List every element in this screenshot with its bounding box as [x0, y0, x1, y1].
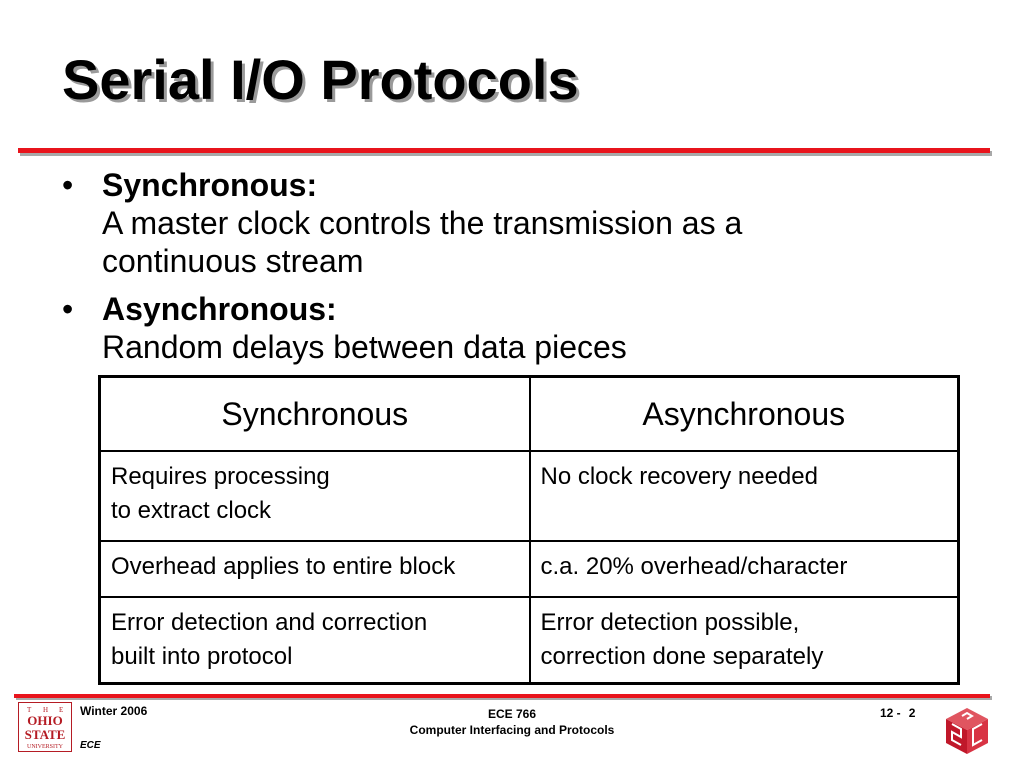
footer-divider [14, 694, 990, 698]
comparison-table: Synchronous Asynchronous Requires proces… [98, 375, 960, 685]
table-cell: c.a. 20% overhead/character [528, 540, 960, 598]
table-row: Requires processing to extract clock No … [98, 450, 960, 542]
logo-ohio: OHIO [27, 713, 62, 728]
logo-letter: E [59, 706, 63, 714]
cell-line: Requires processing [111, 463, 330, 490]
bullet-desc-line: continuous stream [102, 243, 364, 279]
footer-page: 2 [908, 706, 916, 720]
footer-course-info: ECE 766 Computer Interfacing and Protoco… [0, 706, 1024, 738]
bullet-desc-line: Random delays between data pieces [102, 329, 627, 365]
table-cell: Error detection and correction built int… [98, 596, 531, 685]
slide-title: Serial I/O Protocols [62, 48, 579, 111]
footer-course: ECE 766 [487, 707, 537, 721]
logo-letter: H [43, 706, 48, 714]
cell-line: Overhead applies to entire block [111, 553, 456, 580]
bullet-desc-line: A master clock controls the transmission… [102, 205, 743, 241]
bullet-term: Synchronous: [102, 167, 318, 203]
cell-line: Error detection and correction [111, 609, 428, 636]
title-divider [18, 148, 990, 153]
bullet-synchronous: • Synchronous: A master clock controls t… [62, 166, 982, 280]
table-cell: Overhead applies to entire block [98, 540, 531, 598]
ohio-state-logo-icon: T H E OHIO STATE UNIVERSITY [18, 702, 72, 752]
cell-line: built into protocol [111, 643, 293, 670]
table-cell: Requires processing to extract clock [98, 450, 531, 542]
table-header-synchronous: Synchronous [98, 375, 531, 452]
footer-chapter: 12 - [880, 706, 901, 720]
table-header-asynchronous: Asynchronous [528, 375, 960, 452]
footer-course-title: Computer Interfacing and Protocols [409, 723, 615, 737]
logo-state: STATE [25, 727, 66, 742]
logo-letter: T [27, 706, 32, 714]
footer-term: Winter 2006 [80, 704, 148, 718]
footer-page-number: 12 - 2 [880, 706, 923, 720]
bullet-list: • Synchronous: A master clock controls t… [62, 166, 982, 376]
bullet-dot-icon: • [62, 167, 74, 203]
table-cell: Error detection possible, correction don… [528, 596, 960, 685]
cell-line: c.a. 20% overhead/character [540, 553, 848, 580]
cell-line: Error detection possible, [540, 609, 800, 636]
table-row: Overhead applies to entire block c.a. 20… [98, 540, 960, 598]
cell-line: to extract clock [111, 497, 272, 524]
cell-line: correction done separately [540, 643, 824, 670]
bullet-asynchronous: • Asynchronous: Random delays between da… [62, 290, 982, 366]
ece-cube-logo-icon [946, 708, 988, 754]
table-row: Error detection and correction built int… [98, 596, 960, 685]
cell-line: No clock recovery needed [540, 463, 818, 490]
bullet-term: Asynchronous: [102, 291, 337, 327]
bullet-dot-icon: • [62, 291, 74, 327]
logo-university: UNIVERSITY [27, 744, 64, 750]
table-header-row: Synchronous Asynchronous [98, 375, 960, 452]
table-cell: No clock recovery needed [528, 450, 960, 542]
footer-dept: ECE [80, 740, 101, 751]
